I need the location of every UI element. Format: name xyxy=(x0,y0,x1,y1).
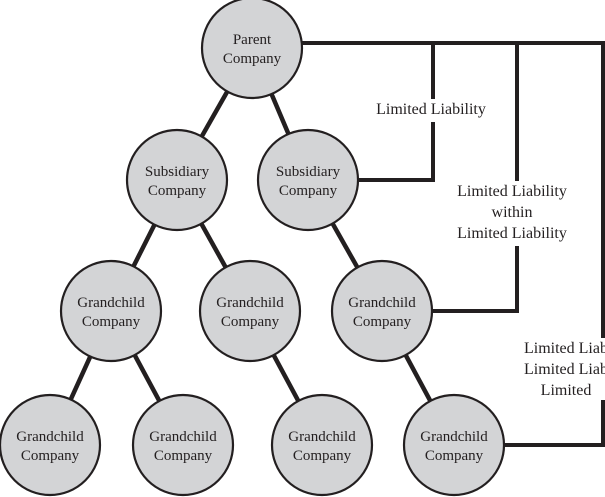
node-label-line: Company xyxy=(425,448,484,464)
node-circle xyxy=(0,393,102,497)
node-label-line: Grandchild xyxy=(216,295,284,311)
node-circle xyxy=(200,0,304,100)
node-label-line: Company xyxy=(154,448,213,464)
node-circle xyxy=(402,393,506,497)
node-label-line: Company xyxy=(353,314,412,330)
node-circle xyxy=(59,259,163,363)
node-label-line: Grandchild xyxy=(77,295,145,311)
liability-label-line: Limited Liab xyxy=(524,361,605,378)
node-label-line: Grandchild xyxy=(288,429,356,445)
label-mask xyxy=(448,181,576,246)
node-label-line: Company xyxy=(293,448,352,464)
node-circle xyxy=(131,393,235,497)
liability-label-line: Limited Liability xyxy=(457,225,567,242)
bracket-gc3 xyxy=(432,43,519,313)
node-label-line: Company xyxy=(82,314,141,330)
node-circle xyxy=(256,128,360,232)
node-label-line: Grandchild xyxy=(420,429,488,445)
node-label-line: Parent xyxy=(233,32,272,48)
node-label-line: Company xyxy=(221,314,280,330)
liability-label-line: within xyxy=(492,204,533,221)
node-label-line: Subsidiary xyxy=(145,164,210,180)
node-label-line: Subsidiary xyxy=(276,164,341,180)
liability-label-sub2: Limited Liability xyxy=(367,99,495,122)
liability-label-line: Limited Liab xyxy=(524,340,605,357)
liability-label-line: Limited Liability xyxy=(457,183,567,200)
node-label-line: Company xyxy=(223,51,282,67)
node-circle xyxy=(330,259,434,363)
company-nodes: ParentCompanySubsidiaryCompanySubsidiary… xyxy=(0,0,506,497)
label-mask xyxy=(367,99,495,122)
node-label-line: Grandchild xyxy=(16,429,84,445)
label-mask xyxy=(502,338,605,403)
node-circle xyxy=(198,259,302,363)
node-circle xyxy=(270,393,374,497)
node-label-line: Company xyxy=(21,448,80,464)
liability-label-line: Limited Liability xyxy=(376,101,486,118)
node-label-line: Company xyxy=(279,183,338,199)
bracket-sub2 xyxy=(358,43,435,182)
node-circle xyxy=(125,128,229,232)
node-label-line: Grandchild xyxy=(149,429,217,445)
liability-label-line: Limited xyxy=(541,382,592,399)
node-label-line: Company xyxy=(148,183,207,199)
node-label-line: Grandchild xyxy=(348,295,416,311)
